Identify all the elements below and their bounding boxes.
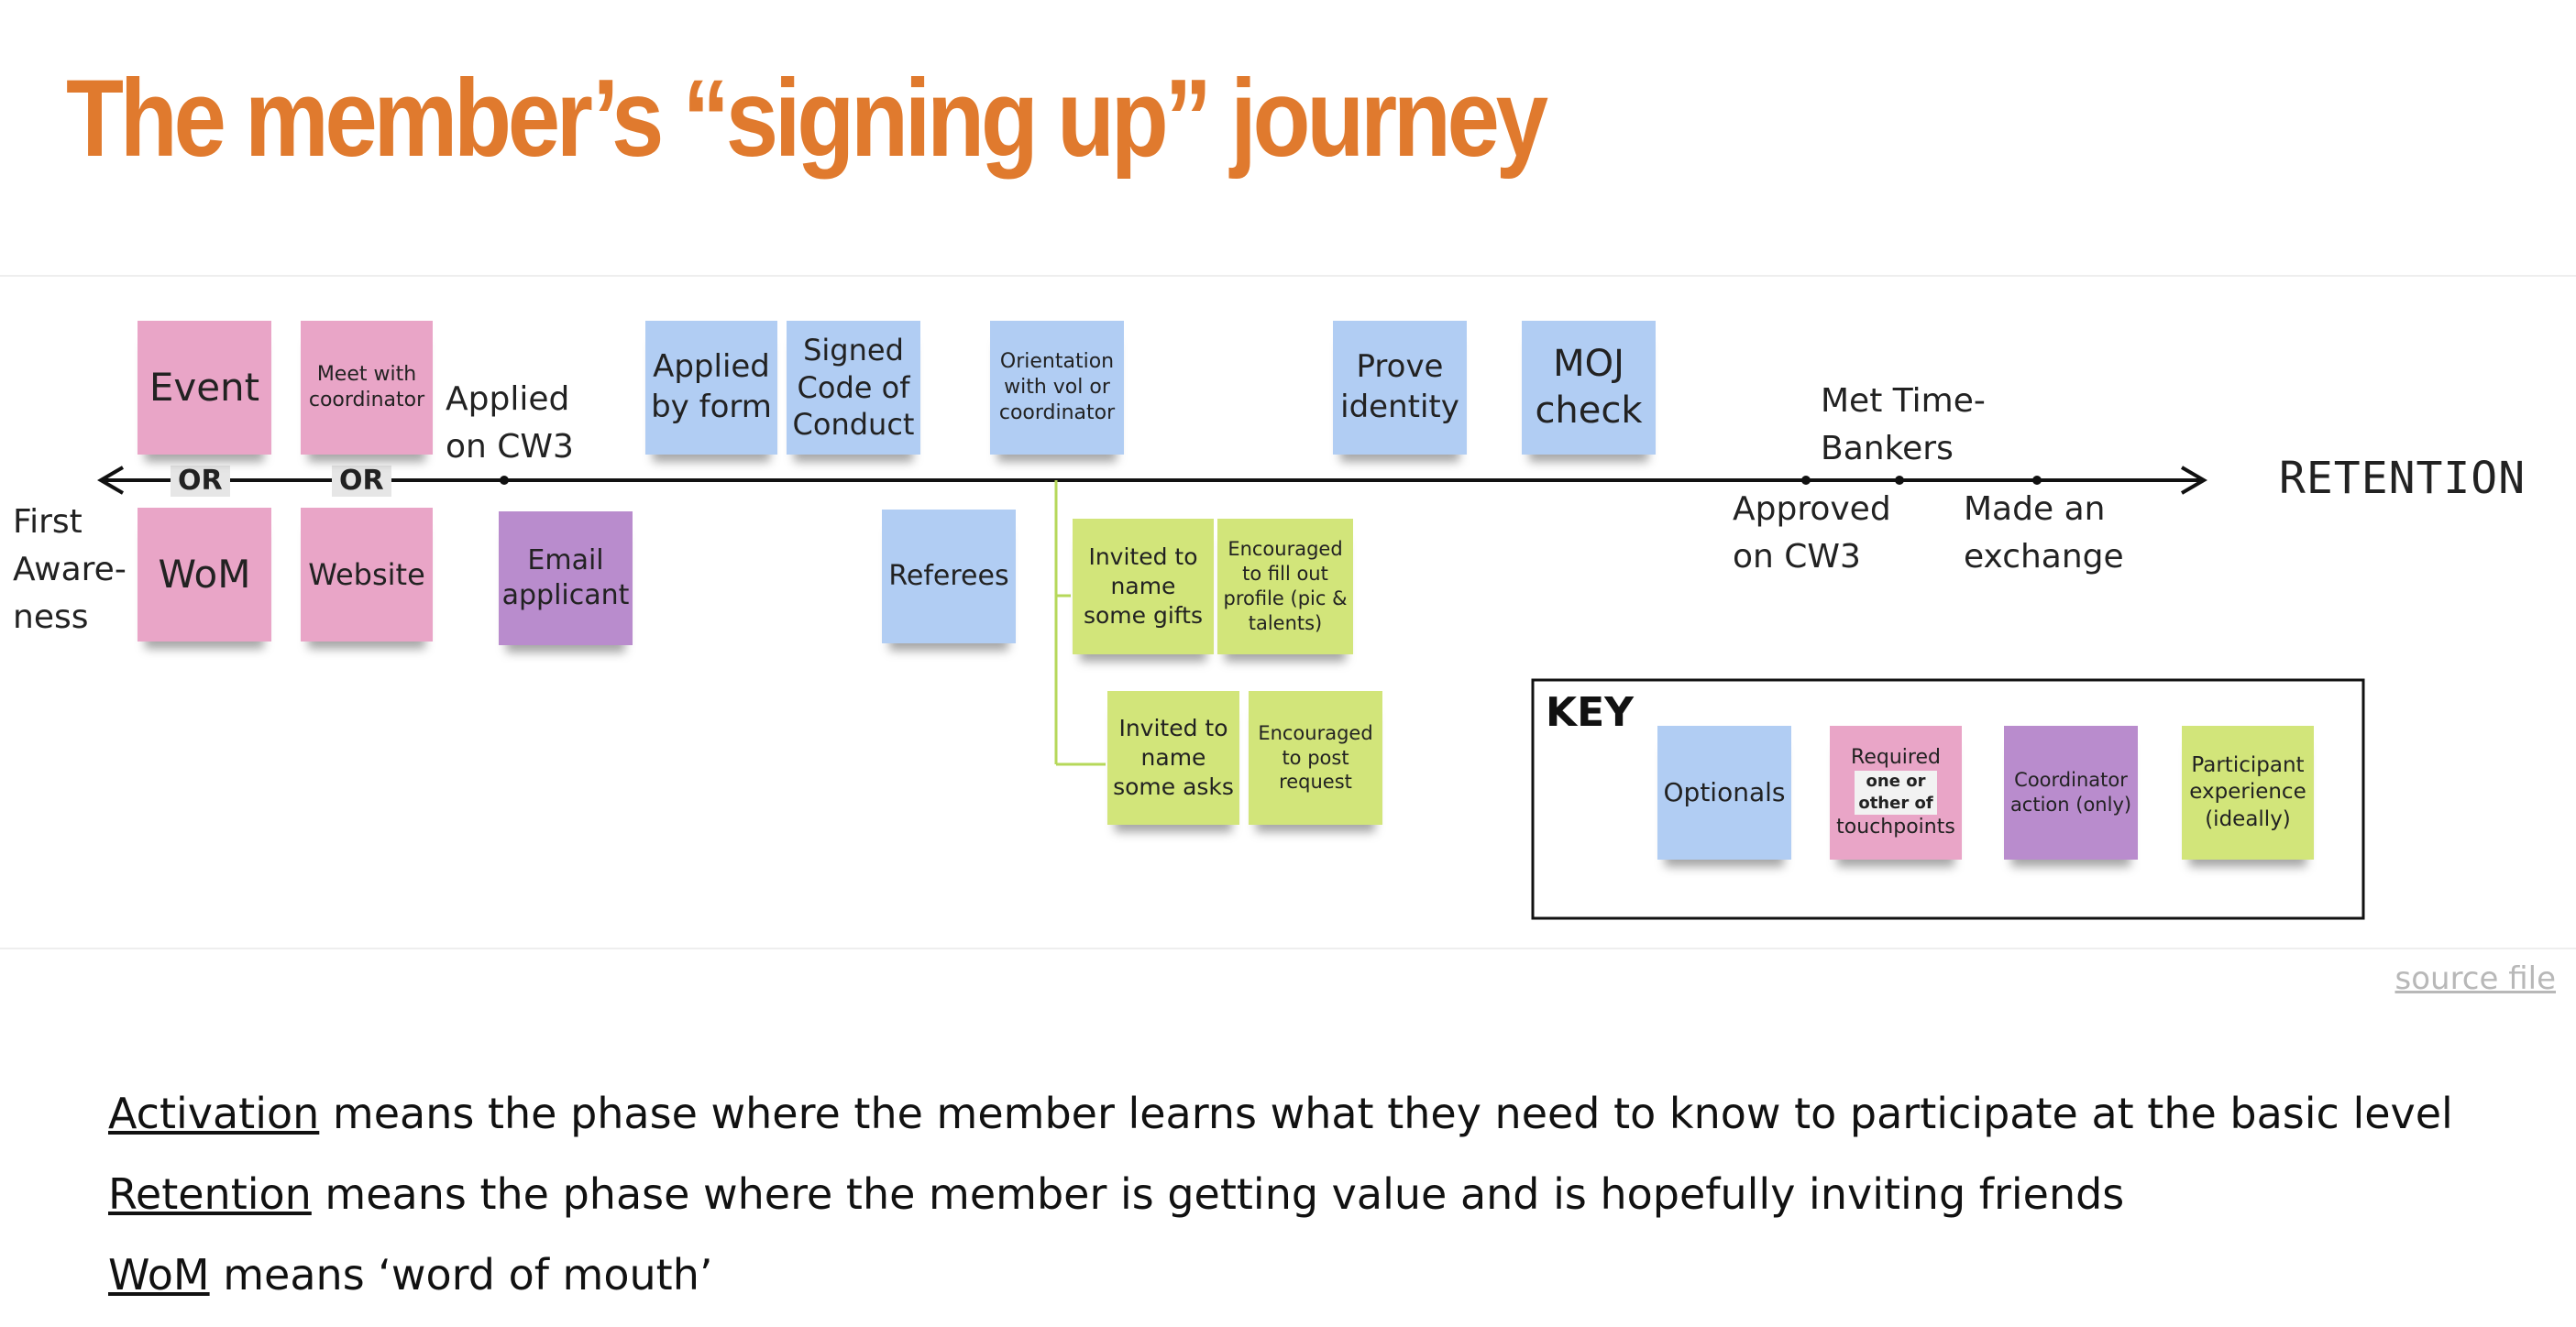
- or-badge-1: OR: [171, 466, 230, 497]
- label-approved-cw3: Approved on CW3: [1733, 490, 1891, 576]
- timeline-arrow-right: [2180, 466, 2207, 495]
- note-event: Event: [138, 321, 271, 455]
- note-signed-code: Signed Code of Conduct: [787, 321, 920, 455]
- milestone-dot-met: [1895, 476, 1904, 485]
- milestone-dot-applied: [500, 476, 509, 485]
- page-title: The member’s “signing up” journey: [66, 57, 1548, 180]
- definition-term: Activation: [108, 1089, 320, 1138]
- definition-text: means the phase where the member learns …: [319, 1089, 2453, 1138]
- key-required-line3: touchpoints: [1836, 816, 1955, 839]
- key-required-line1: Required: [1851, 745, 1941, 769]
- key-title: KEY: [1546, 689, 1635, 736]
- note-invited-asks: Invited to name some asks: [1107, 691, 1239, 825]
- key-required-line2: one or other of: [1855, 770, 1937, 816]
- note-prove-identity: Prove identity: [1333, 321, 1467, 455]
- definition-activation: Activation means the phase where the mem…: [108, 1089, 2453, 1138]
- milestone-dot-exchange: [2032, 476, 2042, 485]
- note-applied-by-form: Applied by form: [645, 321, 777, 455]
- note-website: Website: [301, 508, 433, 642]
- note-email-applicant: Email applicant: [499, 511, 633, 645]
- key-coordinator-action: Coordinator action (only): [2004, 726, 2138, 860]
- note-orientation: Orientation with vol or coordinator: [990, 321, 1124, 455]
- definition-retention: Retention means the phase where the memb…: [108, 1169, 2124, 1219]
- definition-wom: WoM means ‘word of mouth’: [108, 1250, 712, 1300]
- note-invited-gifts: Invited to name some gifts: [1073, 519, 1214, 654]
- source-file-link[interactable]: source file: [2394, 960, 2557, 997]
- definition-text: means ‘word of mouth’: [209, 1250, 713, 1300]
- diagram-top-border: [0, 275, 2576, 277]
- definition-term: WoM: [108, 1250, 210, 1300]
- diagram-bottom-border: [0, 948, 2576, 949]
- note-encouraged-request: Encouraged to post request: [1249, 691, 1382, 825]
- or-badge-2: OR: [332, 466, 391, 497]
- note-moj-check: MOJ check: [1522, 321, 1656, 455]
- label-retention: RETENTION: [2279, 453, 2526, 504]
- label-applied-cw3: Applied on CW3: [446, 380, 574, 466]
- milestone-dot-approved: [1801, 476, 1811, 485]
- note-referees: Referees: [882, 510, 1016, 643]
- timeline-arrow-left: [97, 466, 125, 495]
- label-made-exchange: Made an exchange: [1964, 490, 2124, 576]
- note-wom: WoM: [138, 508, 271, 642]
- key-participant-experience: Participant experience (ideally): [2182, 726, 2314, 860]
- label-met-timebankers: Met Time- Bankers: [1821, 382, 1986, 468]
- definition-term: Retention: [108, 1169, 312, 1219]
- definition-text: means the phase where the member is gett…: [311, 1169, 2125, 1219]
- label-first-awareness: First Aware- ness: [13, 503, 127, 637]
- note-meet-coordinator: Meet with coordinator: [301, 321, 433, 455]
- note-encouraged-profile: Encouraged to fill out profile (pic & ta…: [1217, 519, 1353, 654]
- key-optionals: Optionals: [1657, 726, 1791, 860]
- key-box: [1531, 678, 2365, 920]
- key-required: Required one or other of touchpoints: [1830, 726, 1962, 860]
